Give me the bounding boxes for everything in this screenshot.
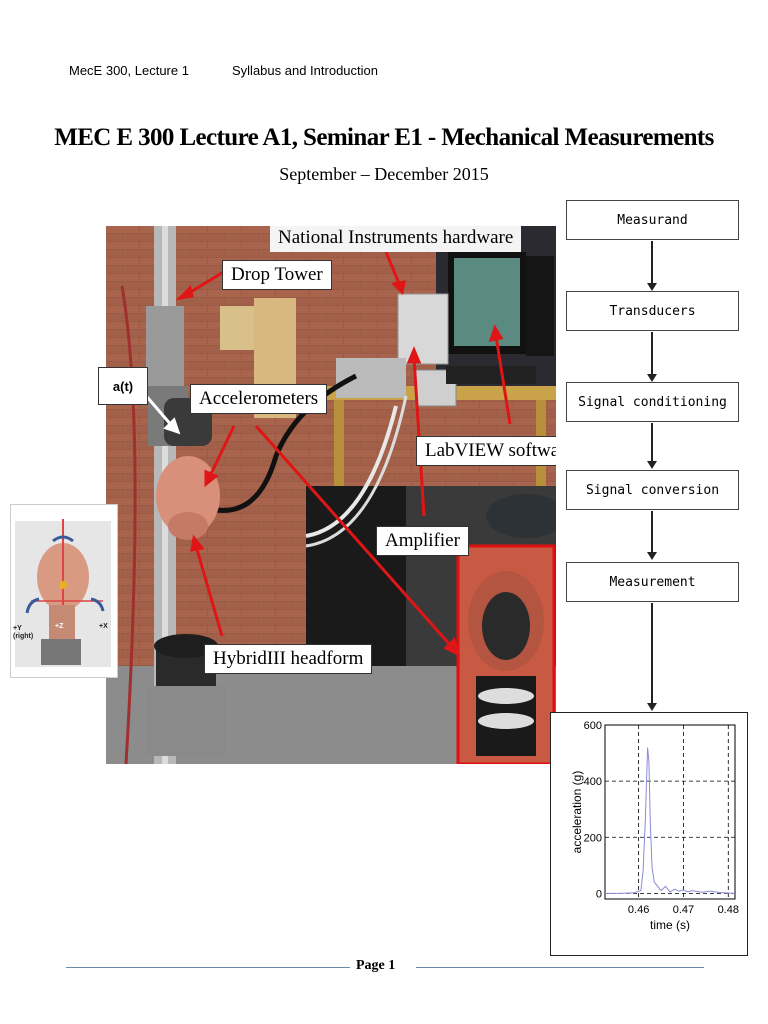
flow-arrowhead — [647, 461, 657, 469]
page-subtitle: September – December 2015 — [279, 164, 489, 184]
lab-setup-illustration — [106, 226, 556, 764]
label-accelerometers: Accelerometers — [190, 384, 328, 414]
flow-arrow — [651, 332, 653, 374]
flow-arrowhead — [647, 283, 657, 291]
footer-rule-left — [66, 967, 350, 968]
flow-arrow — [651, 241, 653, 283]
flow-arrow — [651, 603, 653, 703]
plot-area — [604, 724, 736, 900]
header-topic: Syllabus and Introduction — [232, 63, 378, 78]
flow-arrowhead — [647, 703, 657, 711]
flow-arrow — [651, 423, 653, 461]
header-course: MecE 300, Lecture 1 — [69, 63, 189, 78]
axis-label-plus-y: +Y — [13, 625, 22, 632]
flow-step-measurement: Measurement — [566, 562, 739, 602]
acceleration-chart-frame: 0.46 0.47 0.48 0 200 400 600 time (s) accelerati… — [550, 712, 748, 956]
y-tick-label: 200 — [584, 832, 602, 844]
flow-step-signal-conversion: Signal conversion — [566, 470, 739, 510]
lab-setup-photo: National Instruments hardware Drop Tower… — [106, 226, 556, 764]
label-ni-hardware: National Instruments hardware — [270, 226, 522, 252]
axis-label-right: (right) — [13, 633, 34, 640]
y-tick-label: 0 — [596, 888, 602, 900]
axis-label-plus-x: +X — [99, 623, 108, 630]
headform-axes-inset: +Y (right) +Z +X — [10, 504, 118, 678]
y-axis-label: acceleration (g) — [570, 771, 584, 854]
acceleration-chart: 0.46 0.47 0.48 0 200 400 600 time (s) accelerati… — [570, 720, 739, 932]
label-labview: LabVIEW software — [416, 436, 556, 466]
series-line — [605, 747, 736, 894]
x-tick-label: 0.47 — [673, 904, 694, 916]
flow-arrowhead — [647, 552, 657, 560]
label-acceleration-signal: a(t) — [98, 367, 148, 405]
page-title: MEC E 300 Lecture A1, Seminar E1 - Mecha… — [54, 124, 714, 151]
flow-arrow — [651, 511, 653, 552]
flow-step-signal-conditioning: Signal conditioning — [566, 382, 739, 422]
label-drop-tower: Drop Tower — [222, 260, 332, 290]
y-tick-label: 400 — [584, 776, 602, 788]
x-tick-label: 0.48 — [718, 904, 739, 916]
y-tick-label: 600 — [584, 720, 602, 732]
footer-rule-right — [416, 967, 704, 968]
flow-step-transducers: Transducers — [566, 291, 739, 331]
x-axis-label: time (s) — [650, 918, 690, 932]
flow-step-measurand: Measurand — [566, 200, 739, 240]
flow-arrowhead — [647, 374, 657, 382]
label-headform: HybridIII headform — [204, 644, 373, 674]
axis-label-plus-z: +Z — [55, 623, 64, 630]
page-number: Page 1 — [356, 958, 396, 973]
label-amplifier: Amplifier — [376, 526, 469, 556]
x-tick-label: 0.46 — [628, 904, 649, 916]
